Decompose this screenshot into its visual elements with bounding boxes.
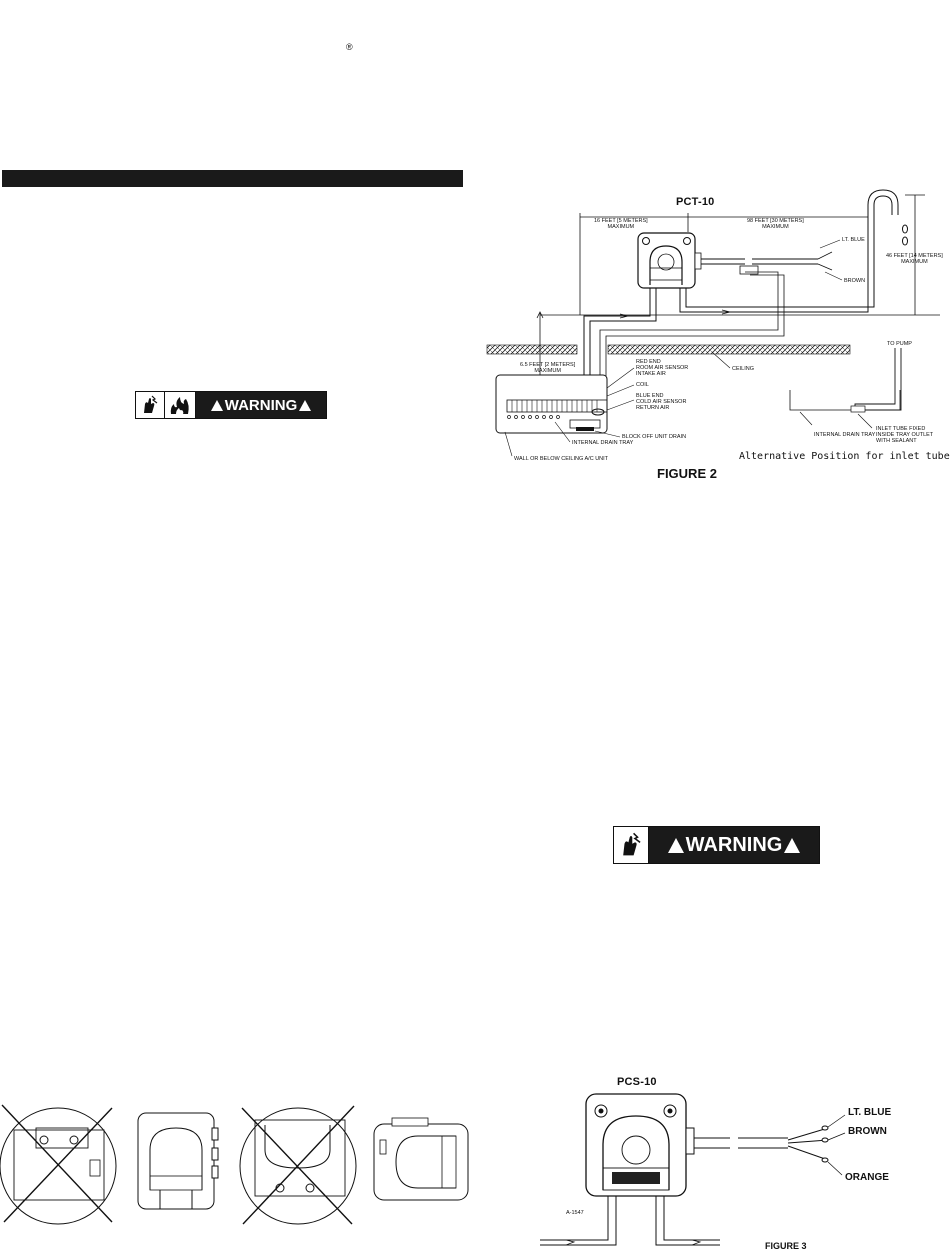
figure3-model-label: PCS-10 (617, 1076, 657, 1088)
fire-icon (165, 392, 196, 418)
blue-end-label: BLUE END COLD AIR SENSOR RETURN AIR (636, 393, 687, 411)
to-pump-label: TO PUMP (887, 341, 912, 347)
figure3-caption: FIGURE 3 (765, 1241, 807, 1251)
hand-shock-icon (614, 827, 649, 863)
alert-triangle-icon (299, 399, 312, 411)
block-off-label: BLOCK OFF UNIT DRAIN (622, 434, 687, 440)
ceiling-hatch (607, 344, 851, 355)
lt-blue-label: LT. BLUE (842, 237, 865, 243)
fig3-orange-label: ORANGE (845, 1172, 889, 1183)
registered-mark: ® (346, 42, 353, 52)
pct10-pump-body (637, 232, 696, 289)
dim-left-label: 16 FEET [5 METERS] MAXIMUM (594, 218, 648, 230)
orientation-correct-1 (137, 1112, 219, 1210)
orientation-correct-2 (373, 1117, 469, 1201)
fig3-brown-label: BROWN (848, 1126, 887, 1137)
dim-vertical-label: 46 FEET [14 METERS] MAXIMUM (886, 253, 943, 265)
figure2-caption: FIGURE 2 (657, 466, 717, 481)
red-end-label: RED END ROOM AIR SENSOR INTAKE AIR (636, 359, 689, 377)
pcs10-pump-body (585, 1093, 687, 1197)
inlet-tube-label: INLET TUBE FIXED INSIDE TRAY OUTLET WITH… (876, 426, 934, 444)
brown-label: BROWN (844, 278, 866, 284)
coil-label: COIL (636, 382, 649, 388)
orientation-wrong-2 (239, 1105, 357, 1225)
section-header-bar (2, 170, 463, 187)
ceiling-hatch (486, 344, 578, 355)
alert-triangle-icon (667, 837, 684, 853)
alternative-position-label: Alternative Position for inlet tube (739, 451, 950, 462)
warning-badge: WARNING (135, 391, 327, 419)
dim-right-label: 98 FEET [30 METERS] MAXIMUM (747, 218, 804, 230)
fig3-ref-label: A-1547 (566, 1210, 584, 1216)
warning-label: WARNING (685, 833, 783, 856)
internal-tray-alt-label: INTERNAL DRAIN TRAY (814, 432, 876, 438)
fig3-lt-blue-label: LT. BLUE (848, 1107, 892, 1118)
ac-unit (495, 374, 608, 434)
hand-shock-icon (136, 392, 165, 418)
wall-unit-label: WALL OR BELOW CEILING A/C UNIT (514, 456, 609, 462)
alert-triangle-icon (210, 399, 223, 411)
alert-triangle-icon (784, 837, 801, 853)
orientation-wrong-1 (0, 1104, 117, 1225)
warning-badge: WARNING (613, 826, 820, 864)
ceiling-label: CEILING (732, 366, 755, 372)
warning-label: WARNING (224, 396, 298, 414)
figure2-model-label: PCT-10 (676, 196, 715, 208)
internal-tray-label: INTERNAL DRAIN TRAY (572, 440, 634, 446)
dim-rise-label: 6.5 FEET [2 METERS] MAXIMUM (520, 362, 576, 374)
